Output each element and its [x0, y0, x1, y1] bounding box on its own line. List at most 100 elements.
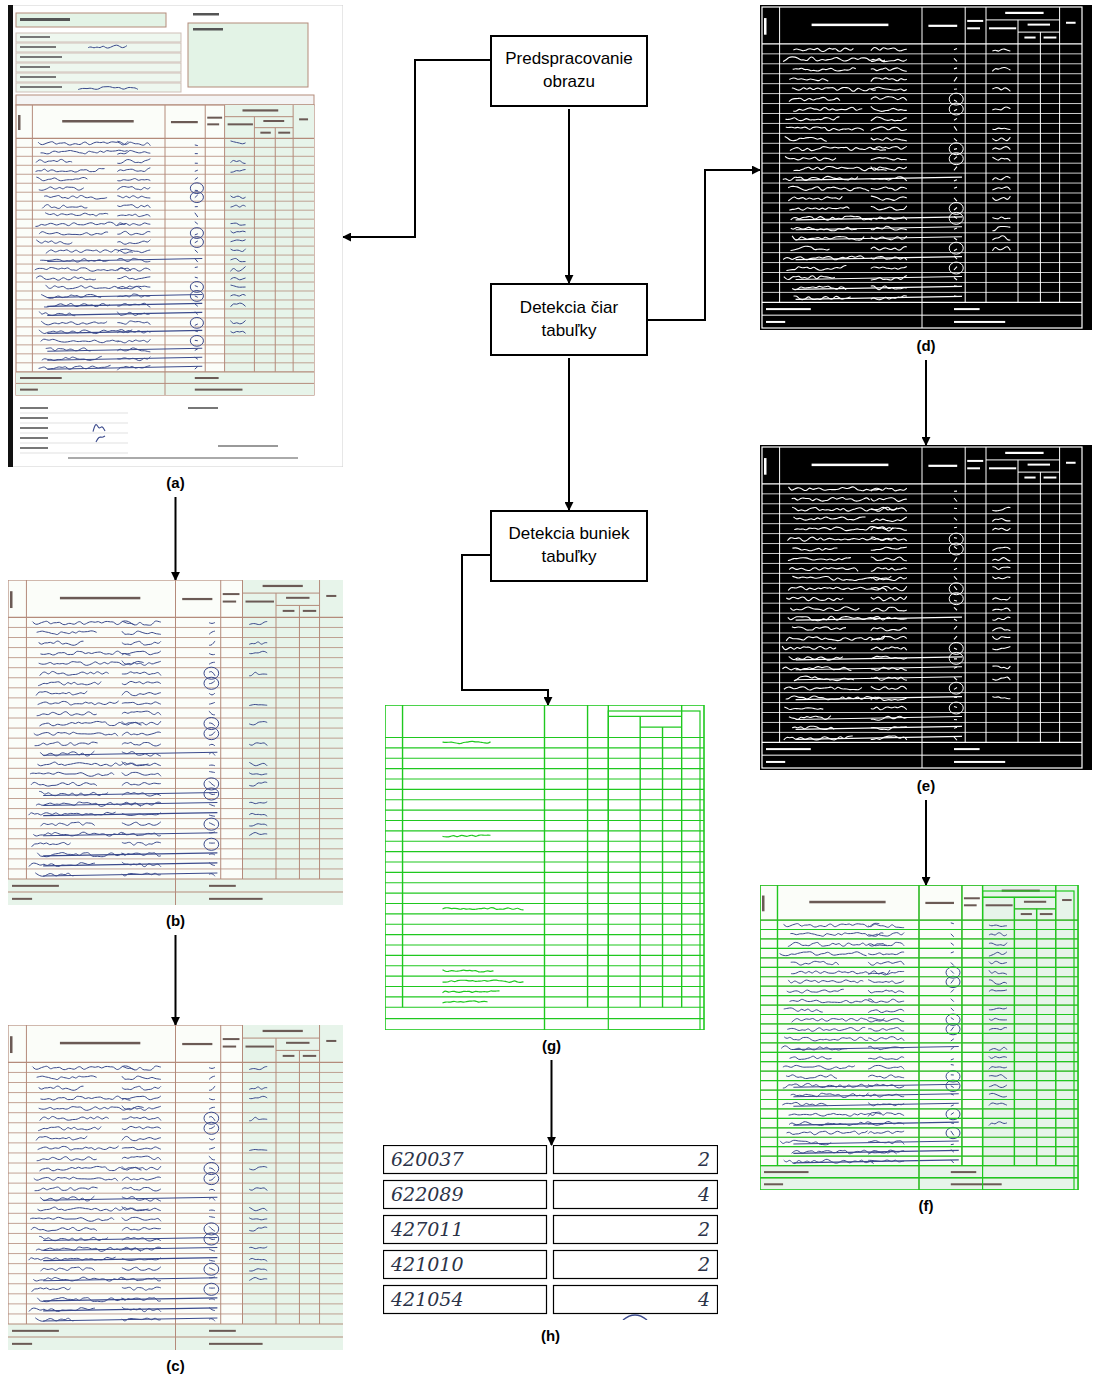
table-rule: [16, 138, 314, 139]
table-rule: [8, 1233, 343, 1234]
table-rule: [760, 919, 1078, 920]
handwriting-stroke: [868, 933, 904, 936]
flow-arrow: [343, 60, 490, 237]
handwriting-stroke: [792, 1018, 885, 1022]
table-rule: [8, 1092, 343, 1093]
detected-cell-line: [385, 758, 704, 759]
handwriting-stroke: [989, 970, 1007, 974]
handwriting-stroke: [951, 1039, 954, 1041]
print-mark: [20, 407, 48, 409]
print-mark: [951, 1171, 976, 1173]
handwriting-stroke: [871, 167, 907, 171]
handwriting-stroke: [117, 223, 150, 225]
handwriting-stroke: [871, 488, 907, 491]
table-rule: [760, 976, 1078, 977]
handwriting-stroke: [794, 517, 866, 520]
table-rule: [762, 232, 1082, 233]
panel-caption: (e): [760, 776, 1092, 796]
print-mark: [263, 120, 284, 122]
handwriting-stroke: [954, 688, 957, 690]
table-rule: [16, 326, 314, 327]
table-rule: [16, 255, 314, 256]
handwriting-stroke: [954, 706, 957, 708]
detected-cell-line: [385, 903, 704, 904]
strike-line: [43, 1278, 217, 1281]
binary-image: [760, 5, 1092, 330]
handwriting-stroke: [954, 118, 957, 120]
table-rule: [8, 868, 343, 869]
handwriting-stroke: [41, 822, 95, 826]
table-rule: [919, 1166, 920, 1190]
handwriting-stroke: [989, 1093, 1007, 1097]
cell-value: 620037: [391, 1145, 538, 1173]
table-rule: [8, 1193, 343, 1194]
handwriting-stroke: [209, 771, 215, 772]
handwriting-stroke: [122, 711, 161, 715]
strike-line: [796, 177, 962, 180]
handwriting-stroke: [868, 1065, 904, 1069]
handwriting-stroke: [871, 196, 907, 200]
handwriting-stroke: [31, 782, 97, 786]
handwriting-stroke: [37, 1157, 97, 1161]
print-mark: [68, 457, 298, 459]
handwriting-stroke: [231, 331, 246, 333]
handwriting-stroke: [784, 707, 823, 710]
table-rule: [762, 662, 1082, 663]
image-ground: [385, 705, 718, 1030]
handwriting-stroke: [954, 648, 957, 649]
handwriting-stroke: [249, 743, 267, 746]
handwriting-stroke: [37, 1076, 97, 1080]
table-rule: [276, 605, 320, 606]
strike-line: [793, 1047, 958, 1050]
handwriting-stroke: [784, 1008, 823, 1012]
table-rule: [16, 353, 314, 354]
table-rule: [8, 1273, 343, 1274]
handwriting-stroke: [791, 246, 830, 250]
strike-line: [796, 286, 962, 289]
handwriting-stroke: [954, 100, 957, 102]
handwriting-stroke: [954, 67, 957, 69]
handwriting-stroke: [951, 934, 954, 937]
handwriting-stroke: [793, 107, 862, 111]
handwriting-stroke: [209, 1086, 215, 1090]
print-mark: [809, 901, 885, 904]
table-rule: [762, 732, 1082, 733]
handwriting-stroke: [117, 240, 150, 245]
detected-cell-line: [385, 976, 704, 977]
detected-cell-line: [760, 938, 1078, 939]
handwriting-stroke: [209, 672, 215, 676]
detected-cell-line: [385, 872, 704, 873]
table-rule: [1014, 897, 1015, 1165]
handwriting-stroke: [36, 177, 87, 181]
table-rule: [762, 483, 1082, 484]
handwriting-stroke: [789, 1113, 882, 1116]
handwritten-circle: [204, 1283, 219, 1295]
handwriting-stroke: [32, 1287, 71, 1291]
handwriting-stroke: [117, 231, 150, 234]
print-mark: [62, 120, 134, 123]
print-mark: [967, 20, 983, 22]
handwriting-stroke: [41, 1267, 95, 1271]
detected-cell-line: [760, 957, 1078, 958]
handwriting-stroke: [249, 1207, 267, 1211]
print-mark: [986, 904, 1013, 906]
table-rule: [762, 493, 1082, 494]
handwriting-stroke: [868, 1131, 904, 1134]
table-rule: [8, 1293, 343, 1294]
handwriting-stroke: [871, 267, 907, 270]
handwriting-stroke: [992, 696, 1010, 698]
handwriting-stroke: [249, 1087, 267, 1089]
table-rule: [762, 712, 1082, 713]
handwritten-circle: [949, 262, 963, 274]
handwriting-stroke: [871, 68, 907, 71]
handwriting-stroke: [992, 507, 1010, 511]
handwriting-stroke: [871, 586, 907, 590]
handwriting-stroke: [209, 815, 215, 816]
print-mark: [260, 132, 270, 134]
table-rule: [1059, 7, 1060, 302]
cell-value: 2: [561, 1215, 710, 1243]
handwriting-stroke: [951, 979, 954, 983]
print-mark: [20, 86, 62, 88]
table-rule: [760, 1023, 1078, 1024]
handwriting-stroke: [443, 741, 491, 743]
